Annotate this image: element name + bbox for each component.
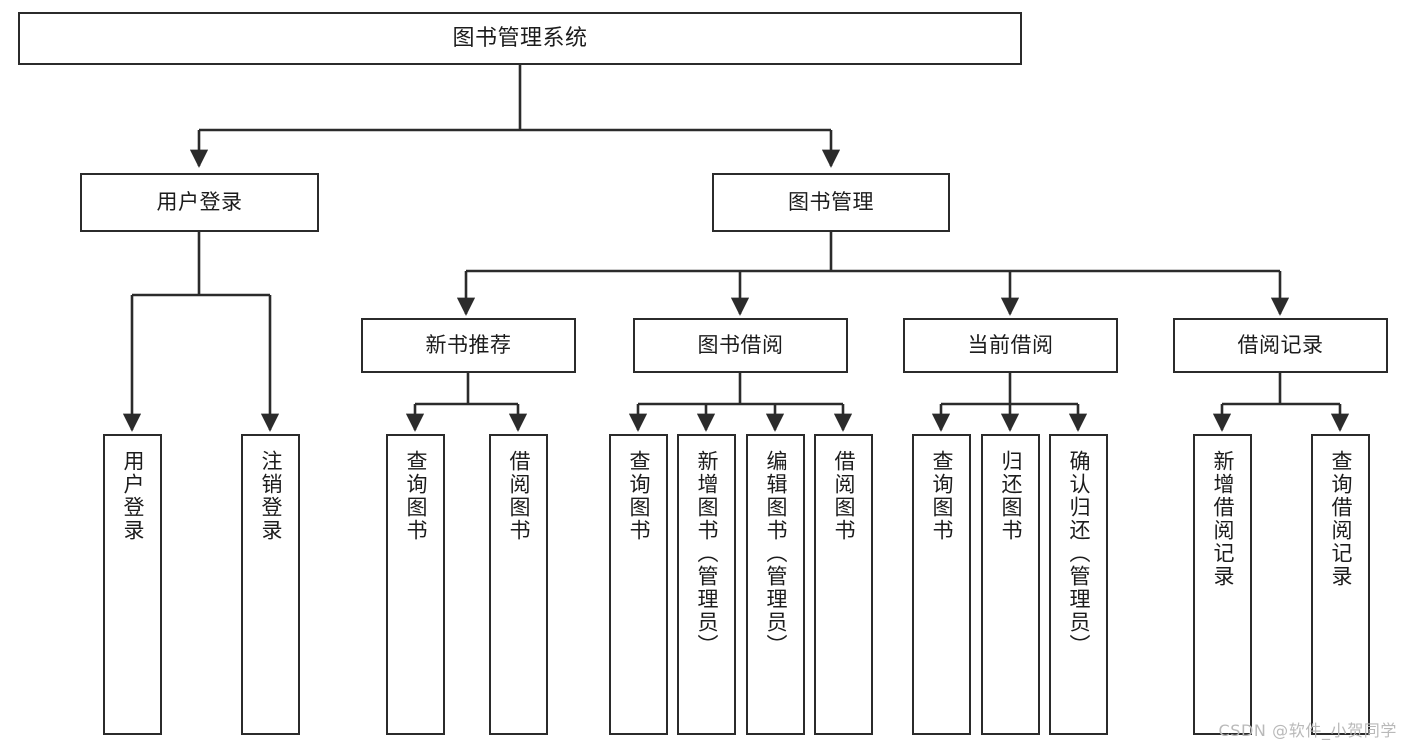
node-new-book-recommend[interactable]: 新书推荐 [361, 318, 576, 373]
leaf-query-book-current-label: 查询图书 [929, 450, 954, 542]
node-book-borrow-label: 图书借阅 [697, 333, 784, 358]
leaf-user-login[interactable]: 用户登录 [103, 434, 162, 735]
node-root[interactable]: 图书管理系统 [18, 12, 1022, 65]
leaf-logout-login[interactable]: 注销登录 [241, 434, 300, 735]
watermark-text: CSDN @软件_小贺同学 [1218, 721, 1397, 740]
leaf-edit-book-admin[interactable]: 编辑图书（管理员） [746, 434, 805, 735]
leaf-borrow-book[interactable]: 借阅图书 [814, 434, 873, 735]
leaf-add-book-admin[interactable]: 新增图书（管理员） [677, 434, 736, 735]
node-new-book-recommend-label: 新书推荐 [425, 333, 512, 358]
node-book-manage-label: 图书管理 [788, 190, 874, 215]
node-root-label: 图书管理系统 [452, 25, 588, 51]
leaf-add-borrow-record[interactable]: 新增借阅记录 [1193, 434, 1252, 735]
leaf-edit-book-admin-label: 编辑图书（管理员） [763, 450, 788, 657]
leaf-user-login-label: 用户登录 [120, 450, 145, 542]
node-book-manage[interactable]: 图书管理 [712, 173, 950, 232]
leaf-query-book-current[interactable]: 查询图书 [912, 434, 971, 735]
leaf-borrow-book-newbook-label: 借阅图书 [506, 450, 531, 542]
node-user-login[interactable]: 用户登录 [80, 173, 319, 232]
node-current-borrow[interactable]: 当前借阅 [903, 318, 1118, 373]
leaf-borrow-book-label: 借阅图书 [831, 450, 856, 542]
node-current-borrow-label: 当前借阅 [967, 333, 1054, 358]
leaf-return-book-label: 归还图书 [998, 450, 1023, 542]
leaf-add-borrow-record-label: 新增借阅记录 [1210, 450, 1235, 588]
leaf-return-book[interactable]: 归还图书 [981, 434, 1040, 735]
leaf-query-book-newbook-label: 查询图书 [403, 450, 428, 542]
leaf-query-book-borrow-label: 查询图书 [626, 450, 651, 542]
leaf-query-borrow-record[interactable]: 查询借阅记录 [1311, 434, 1370, 735]
leaf-query-book-newbook[interactable]: 查询图书 [386, 434, 445, 735]
node-borrow-record[interactable]: 借阅记录 [1173, 318, 1388, 373]
leaf-add-book-admin-label: 新增图书（管理员） [694, 450, 719, 657]
leaf-confirm-return-admin[interactable]: 确认归还（管理员） [1049, 434, 1108, 735]
leaf-logout-login-label: 注销登录 [258, 450, 283, 542]
node-book-borrow[interactable]: 图书借阅 [633, 318, 848, 373]
leaf-confirm-return-admin-label: 确认归还（管理员） [1066, 450, 1091, 657]
node-user-login-label: 用户登录 [156, 190, 243, 215]
node-borrow-record-label: 借阅记录 [1237, 333, 1324, 358]
leaf-query-borrow-record-label: 查询借阅记录 [1328, 450, 1353, 588]
leaf-query-book-borrow[interactable]: 查询图书 [609, 434, 668, 735]
leaf-borrow-book-newbook[interactable]: 借阅图书 [489, 434, 548, 735]
